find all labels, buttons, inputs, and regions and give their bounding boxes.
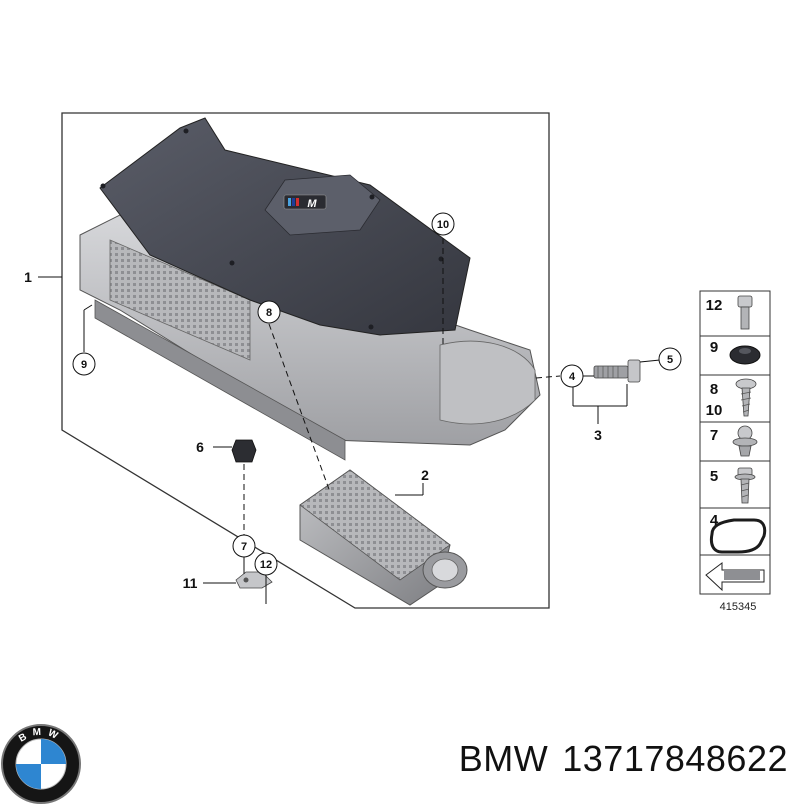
legend-label-7: 7 bbox=[710, 427, 718, 444]
grommet-icon bbox=[729, 345, 761, 365]
callout-3: 3 bbox=[594, 427, 602, 443]
legend-label-5: 5 bbox=[710, 468, 718, 485]
brand-name: BMW bbox=[458, 738, 549, 779]
legend-row-5: 5 bbox=[710, 467, 756, 504]
bmw-logo: BMW bbox=[1, 724, 81, 804]
air-filter-element bbox=[299, 469, 468, 606]
part-number: 13717848622 bbox=[562, 738, 788, 779]
callout-8: 8 bbox=[266, 307, 272, 319]
callout-5: 5 bbox=[667, 354, 673, 366]
callout-9: 9 bbox=[81, 359, 87, 371]
footer: BMW BMW 13717848622 bbox=[0, 700, 800, 804]
m-badge-text: M bbox=[307, 198, 317, 210]
bracket-part-11 bbox=[235, 571, 273, 589]
screw-part-4 bbox=[593, 359, 641, 383]
legend-label-9: 9 bbox=[710, 339, 718, 356]
legend-row-4: 4 bbox=[709, 512, 767, 554]
screw-icon bbox=[735, 378, 757, 417]
callout-11: 11 bbox=[183, 575, 198, 591]
parts-legend: 12 9 8 10 7 bbox=[699, 290, 771, 595]
callout-circle-5: 5 bbox=[658, 347, 682, 371]
callout-1: 1 bbox=[24, 269, 32, 285]
bolt-icon bbox=[737, 295, 753, 330]
callout-6: 6 bbox=[196, 439, 204, 455]
legend-label-10: 10 bbox=[706, 402, 723, 419]
part-number-caption: BMW 13717848622 bbox=[459, 738, 788, 780]
legend-row-8-10: 8 10 bbox=[706, 378, 757, 419]
legend-row-12: 12 bbox=[706, 295, 753, 330]
leader-lines bbox=[38, 238, 661, 604]
grommet-part-6 bbox=[231, 439, 257, 463]
callout-circle-7: 7 bbox=[232, 534, 256, 558]
legend-row-7: 7 bbox=[710, 425, 758, 457]
callout-4: 4 bbox=[569, 371, 576, 383]
diagram-frame bbox=[61, 112, 550, 609]
callout-circle-10: 10 bbox=[431, 212, 455, 236]
legend-row-arrow bbox=[705, 562, 765, 592]
legend-label-8: 8 bbox=[710, 381, 718, 398]
callout-circle-4: 4 bbox=[560, 364, 584, 388]
legend-label-12: 12 bbox=[706, 297, 723, 314]
callout-circle-12: 12 bbox=[254, 552, 278, 576]
expansion-rivet-icon bbox=[732, 425, 758, 457]
flange-screw-icon bbox=[734, 467, 756, 504]
callout-circle-9: 9 bbox=[72, 352, 96, 376]
legend-row-9: 9 bbox=[710, 339, 761, 365]
engine-cover: M bbox=[99, 117, 471, 336]
callout-circle-8: 8 bbox=[257, 300, 281, 324]
diagram-id: 415345 bbox=[720, 601, 757, 613]
seal-ring-icon bbox=[709, 518, 767, 554]
callout-10: 10 bbox=[437, 219, 449, 231]
legend-label-4: 4 bbox=[710, 512, 719, 529]
arrow-direction-icon bbox=[705, 562, 765, 592]
callout-2: 2 bbox=[421, 467, 429, 483]
callout-12: 12 bbox=[260, 559, 272, 571]
callout-7: 7 bbox=[241, 541, 247, 553]
